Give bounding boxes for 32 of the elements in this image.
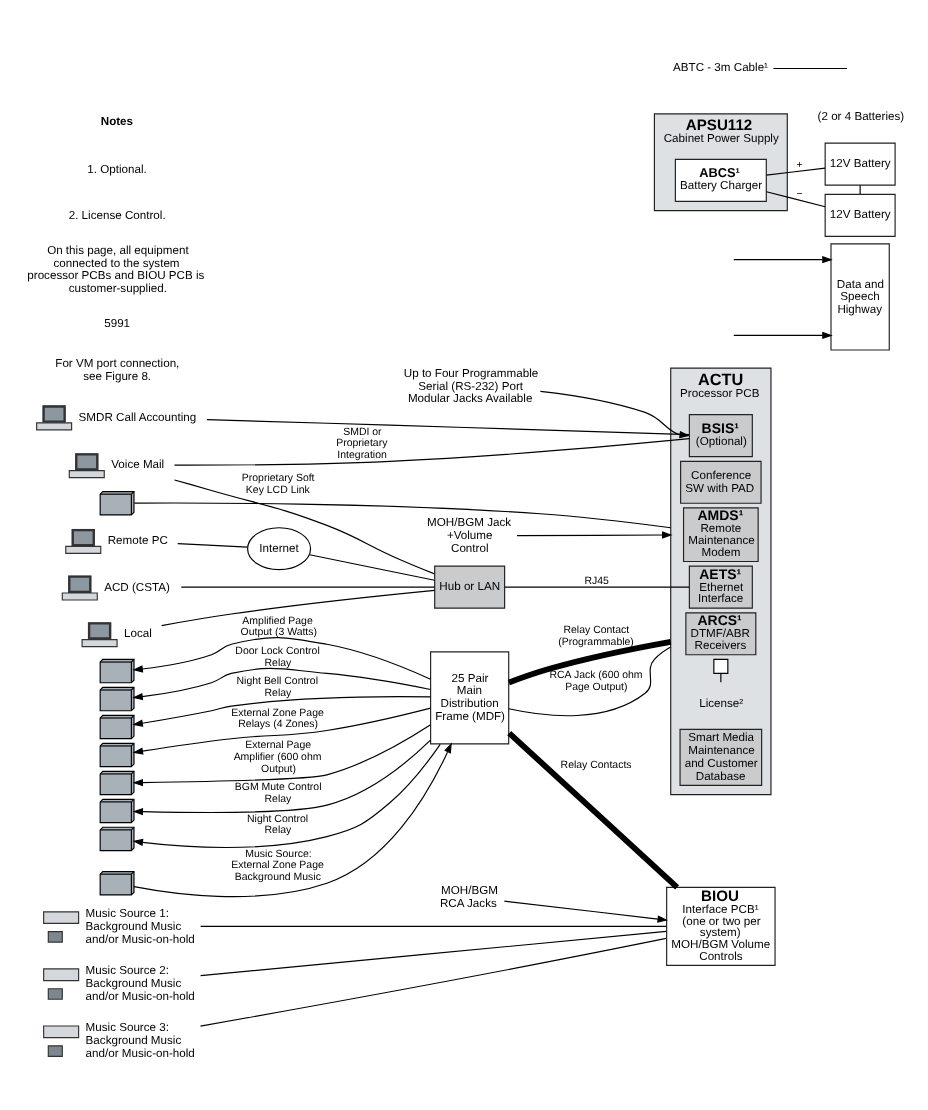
- connector: [198, 936, 666, 1026]
- connector: [199, 924, 666, 926]
- connector: [764, 190, 825, 207]
- arrow: [131, 738, 431, 815]
- connector: [205, 418, 689, 435]
- connector: [764, 166, 825, 175]
- connector: [308, 553, 435, 580]
- connector: [176, 542, 248, 547]
- connector: [160, 588, 435, 626]
- arrow: [131, 706, 431, 754]
- connector: [506, 637, 671, 685]
- arrow: [515, 530, 672, 538]
- connector: [179, 585, 435, 587]
- connector: [172, 437, 689, 465]
- node-box: [712, 657, 728, 673]
- arrow: [132, 741, 451, 897]
- connector: [506, 729, 679, 889]
- connector: [507, 645, 671, 716]
- arrow: [131, 695, 431, 726]
- connector: [132, 501, 671, 528]
- arrow: [131, 666, 431, 700]
- arrow: [131, 742, 440, 848]
- arrow: [732, 330, 832, 339]
- connector: [199, 929, 666, 976]
- connector: [771, 66, 847, 69]
- arrow: [131, 723, 431, 786]
- arrow: [502, 899, 667, 922]
- arrow: [131, 636, 431, 679]
- connector: [503, 585, 689, 587]
- connector: [858, 183, 860, 194]
- arrow: [732, 254, 832, 263]
- connector: [172, 478, 435, 574]
